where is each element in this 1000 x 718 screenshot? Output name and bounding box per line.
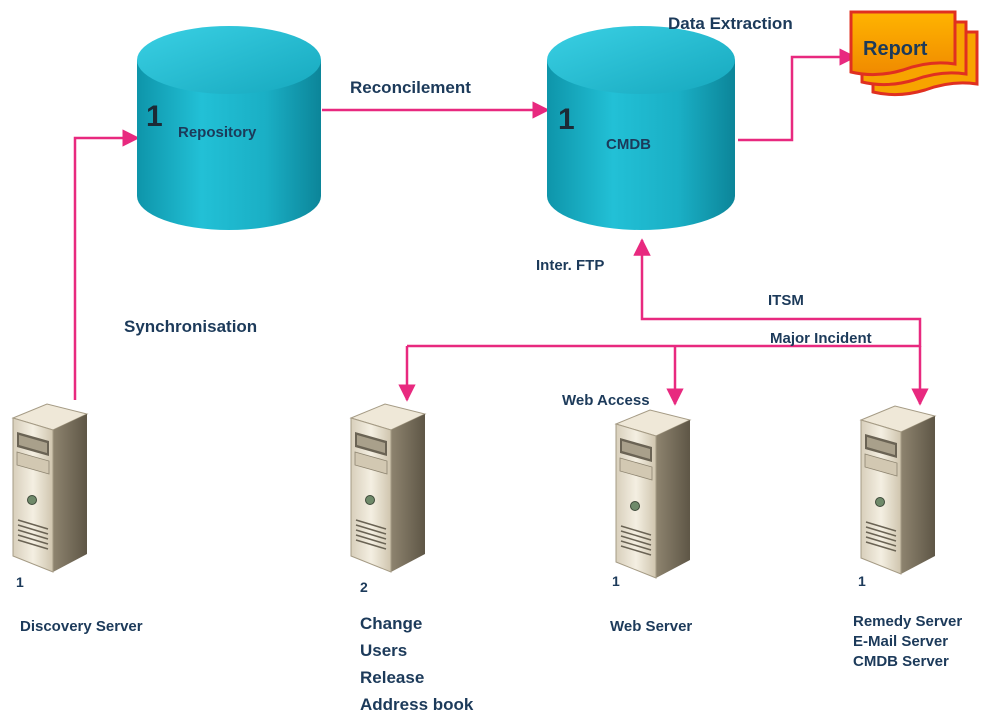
change-server-icon bbox=[350, 403, 426, 573]
report-stack-icon bbox=[849, 10, 979, 97]
remedy-server-count: 1 bbox=[858, 573, 866, 589]
remedy-server-line: CMDB Server bbox=[853, 653, 949, 670]
discovery-server-count: 1 bbox=[16, 574, 24, 590]
remedy-server-line: E-Mail Server bbox=[853, 633, 949, 650]
repository-count: 1 bbox=[146, 100, 163, 133]
change-server-count: 2 bbox=[360, 579, 368, 595]
major-incident-label: Major Incident bbox=[770, 330, 872, 347]
report-label: Report bbox=[863, 38, 928, 60]
inter-ftp-label: Inter. FTP bbox=[536, 257, 605, 274]
change-server-line: Release bbox=[360, 668, 425, 687]
change-server-line: Change bbox=[360, 614, 423, 633]
web-server-count: 1 bbox=[612, 573, 620, 589]
repository-label: Repository bbox=[178, 124, 257, 141]
remedy-server-roles: Remedy Server E-Mail Server CMDB Server bbox=[853, 612, 962, 672]
remedy-server-icon bbox=[860, 405, 936, 575]
remedy-server-line: Remedy Server bbox=[853, 613, 963, 630]
discovery-server-name: Discovery Server bbox=[20, 618, 143, 635]
connector-itsm bbox=[633, 238, 922, 347]
web-server-name: Web Server bbox=[610, 618, 693, 635]
itsm-label: ITSM bbox=[768, 292, 804, 309]
repository-database-icon bbox=[137, 26, 321, 230]
reconcilement-label: Reconcilement bbox=[350, 78, 471, 97]
web-server-icon bbox=[615, 409, 691, 579]
change-server-line: Address book bbox=[360, 695, 474, 714]
cmdb-count: 1 bbox=[558, 103, 575, 136]
connector-synchronisation bbox=[73, 129, 140, 400]
cmdb-label: CMDB bbox=[606, 136, 651, 153]
change-server-roles: Change Users Release Address book bbox=[360, 610, 473, 718]
cmdb-database-icon bbox=[547, 26, 735, 230]
data-extraction-label: Data Extraction bbox=[668, 14, 793, 33]
connector-data-extraction bbox=[738, 48, 857, 142]
web-access-label: Web Access bbox=[562, 392, 650, 409]
discovery-server-icon bbox=[12, 403, 88, 573]
synchronisation-label: Synchronisation bbox=[124, 317, 258, 336]
change-server-line: Users bbox=[360, 641, 408, 660]
connectors bbox=[73, 48, 929, 406]
